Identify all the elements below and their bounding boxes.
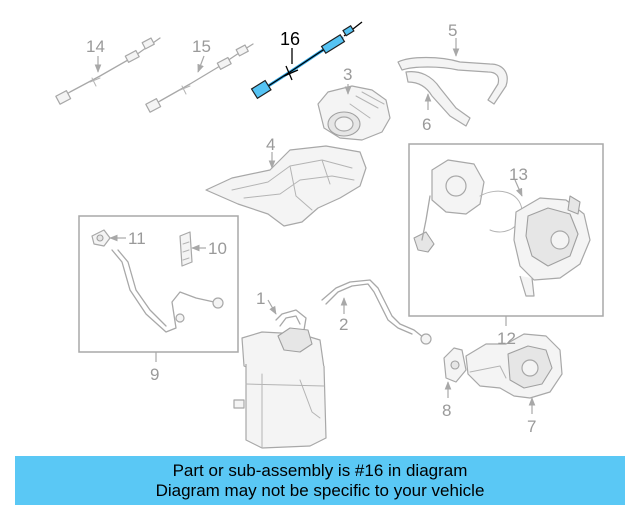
label-part-13: 13 [509,165,528,184]
part-labels: 14 15 16 5 3 6 4 13 11 10 9 1 2 12 8 7 [86,21,536,436]
label-part-3: 3 [343,65,352,84]
group-9-box [78,215,239,362]
part-11-gasket[interactable] [91,229,126,247]
label-part-9: 9 [150,365,159,384]
banner-line-part-ref: Part or sub-assembly is #16 in diagram [172,460,468,480]
label-part-4: 4 [266,135,275,154]
group-12-box [408,143,604,326]
label-part-1: 1 [256,289,265,308]
part-8-gasket[interactable] [443,347,467,398]
part-7-water-pump[interactable] [465,333,563,414]
part-4-engine-bracket[interactable] [205,145,367,227]
label-part-6: 6 [422,115,431,134]
part-10-bracket[interactable] [179,231,206,267]
part-3-vacuum-pump[interactable] [317,84,391,141]
part-2-vapor-pipe[interactable] [321,279,432,345]
label-part-2: 2 [339,315,348,334]
label-part-10: 10 [208,239,227,258]
label-part-14: 14 [86,37,105,56]
label-part-8: 8 [442,401,451,420]
part-1-vapor-hose[interactable] [267,299,307,331]
label-part-15: 15 [192,37,211,56]
charcoal-canister[interactable] [233,327,327,449]
part-15-sensor-cable[interactable] [145,43,254,113]
label-part-7: 7 [527,417,536,436]
info-banner: Part or sub-assembly is #16 in diagram D… [15,456,625,505]
part-9-egr-pipe[interactable] [111,249,224,333]
part-6-coolant-hose[interactable] [405,71,471,127]
label-part-16: 16 [280,29,300,49]
part-13-thermostat-housing[interactable] [413,159,591,297]
banner-line-disclaimer: Diagram may not be specific to your vehi… [155,480,485,500]
part-14-sensor-cable[interactable] [55,37,161,105]
label-part-11: 11 [128,229,146,248]
label-part-12: 12 [497,329,516,348]
part-5-coolant-hose[interactable] [397,38,508,105]
label-part-5: 5 [448,21,457,40]
part-16-highlighted-sensor[interactable] [250,21,363,100]
